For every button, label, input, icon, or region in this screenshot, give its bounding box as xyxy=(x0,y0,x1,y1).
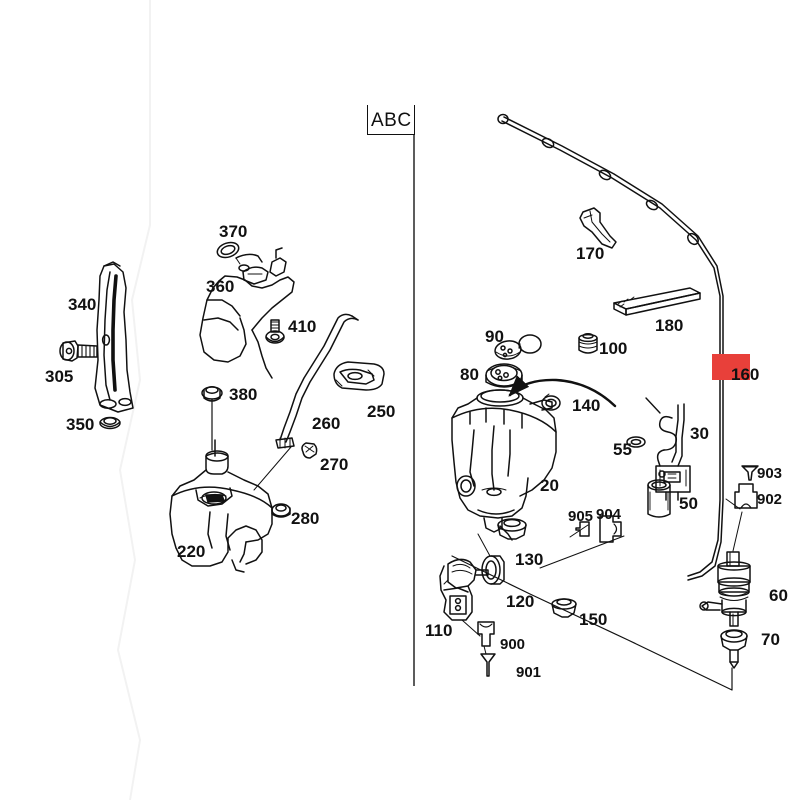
part-label-30: 30 xyxy=(690,424,709,443)
part-label-160: 160 xyxy=(731,365,760,384)
part-label-60: 60 xyxy=(769,586,788,605)
abc-marker-box xyxy=(367,105,415,135)
part-label-350: 350 xyxy=(66,415,95,434)
part-label-70: 70 xyxy=(761,630,780,649)
left-group-geometry xyxy=(59,241,385,573)
highlight-swatch-160 xyxy=(712,354,750,380)
part-label-410: 410 xyxy=(288,317,317,336)
part-label-260: 260 xyxy=(312,414,341,433)
part-label-110: 110 xyxy=(425,621,453,640)
part-label-905: 905 xyxy=(568,508,594,525)
part-label-150: 150 xyxy=(579,610,608,629)
part-label-120: 120 xyxy=(506,592,535,611)
part-label-130: 130 xyxy=(515,550,544,569)
part-label-55: 55 xyxy=(613,440,632,459)
part-label-20: 20 xyxy=(540,476,559,495)
part-label-900: 900 xyxy=(500,636,526,653)
part-label-340: 340 xyxy=(68,295,97,314)
part-label-903: 903 xyxy=(757,465,783,482)
part-label-280: 280 xyxy=(291,509,320,528)
part-label-902: 902 xyxy=(757,491,783,508)
part-label-904: 904 xyxy=(596,506,622,523)
part-label-220: 220 xyxy=(177,542,206,561)
part-label-170: 170 xyxy=(576,244,605,263)
part-label-180: 180 xyxy=(655,316,684,335)
part-label-305: 305 xyxy=(45,367,74,386)
abc-marker-label: ABC xyxy=(371,110,412,131)
part-label-380: 380 xyxy=(229,385,258,404)
part-label-100: 100 xyxy=(599,339,628,358)
part-label-360: 360 xyxy=(206,277,235,296)
part-label-370: 370 xyxy=(219,222,248,241)
part-label-140: 140 xyxy=(572,396,601,415)
right-group-geometry xyxy=(439,113,759,691)
part-label-270: 270 xyxy=(320,455,349,474)
part-label-50: 50 xyxy=(679,494,698,513)
part-label-80: 80 xyxy=(460,365,479,384)
part-label-90: 90 xyxy=(485,327,504,346)
panel-background xyxy=(116,0,151,800)
part-label-901: 901 xyxy=(516,664,542,681)
part-label-250: 250 xyxy=(367,402,396,421)
